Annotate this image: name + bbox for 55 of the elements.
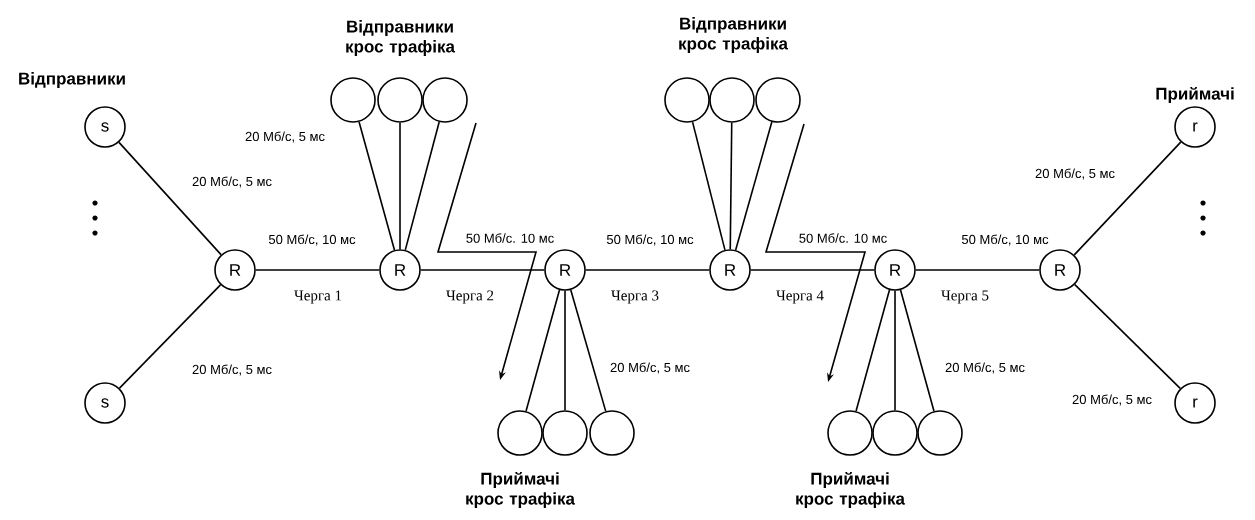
host-circle: [917, 410, 963, 456]
host-circle: [497, 410, 543, 456]
link-line: [404, 121, 440, 251]
edge-label: 20 Мб/с, 5 мс: [1035, 168, 1115, 180]
link-line: [399, 122, 401, 250]
group-heading: Відправники крос трафіка: [346, 20, 456, 56]
edge-label: 20 Мб/с, 5 мс: [192, 176, 272, 188]
link-line: [915, 269, 1040, 271]
edge-label: 20 Мб/с, 5 мс: [945, 362, 1025, 374]
host-circle: [422, 77, 468, 123]
queue-label: Черга 5: [941, 290, 989, 304]
link-line: [525, 289, 561, 412]
group-heading: Приймачі крос трафіка: [796, 471, 906, 509]
host-circle: [709, 77, 755, 123]
group-heading: Відправники: [19, 72, 125, 88]
link-line: [855, 289, 891, 412]
link-line: [118, 141, 222, 256]
link-line: [1074, 283, 1181, 390]
link-line: [358, 121, 396, 251]
host-circle: [755, 77, 801, 123]
queue-label: Черга 2: [446, 290, 494, 304]
link-line: [734, 121, 773, 251]
edge-label: 50 Мб/с. 10 мс: [799, 233, 887, 243]
link-line: [750, 269, 875, 271]
edge-label: 50 Мб/с. 10 мс: [466, 233, 554, 243]
group-heading: Відправники крос трафіка: [679, 17, 789, 53]
host-circle: [664, 77, 710, 123]
host-circle: [377, 77, 423, 123]
group-heading: Приймачі крос трафіка: [466, 471, 576, 509]
link-line: [691, 121, 726, 251]
host-circle: [827, 410, 873, 456]
queue-label: Черга 4: [776, 290, 824, 304]
link-line: [118, 284, 222, 389]
queue-label: Черга 3: [611, 290, 659, 304]
link-line: [585, 269, 710, 271]
link-line: [420, 269, 545, 271]
host-circle: [589, 410, 635, 456]
link-line: [894, 290, 896, 411]
link-line: [255, 269, 380, 271]
link-line: [569, 289, 607, 412]
link-line: [899, 289, 935, 412]
edge-label: 20 Мб/с, 5 мс: [245, 131, 325, 143]
link-line: [1073, 141, 1182, 256]
edge-label: 20 Мб/с, 5 мс: [1072, 394, 1152, 406]
edge-label: 50 Мб/с, 10 мс: [961, 234, 1049, 246]
edge-label: 20 Мб/с, 5 мс: [610, 362, 690, 374]
host-circle: [330, 77, 376, 123]
edge-label: 20 Мб/с, 5 мс: [192, 364, 272, 376]
link-line: [729, 122, 733, 250]
host-circle: [872, 410, 918, 456]
edge-label: 50 Мб/с, 10 мс: [268, 234, 356, 246]
edge-label: 50 Мб/с, 10 мс: [606, 234, 694, 246]
queue-label: Черга 1: [294, 290, 342, 304]
link-line: [564, 290, 566, 411]
host-circle: [542, 410, 588, 456]
